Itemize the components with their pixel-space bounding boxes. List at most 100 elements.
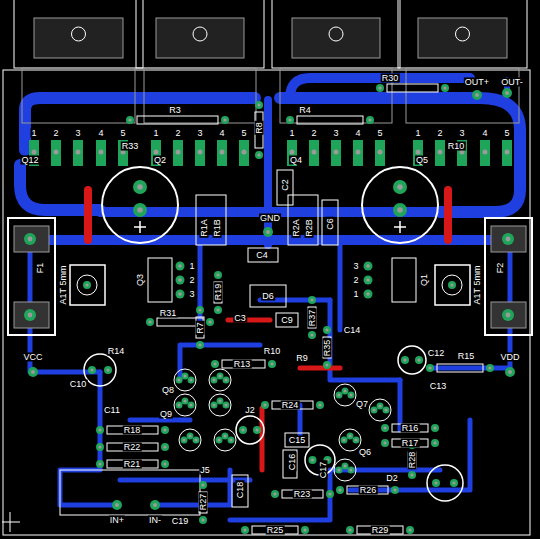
fuse-pad	[502, 309, 514, 321]
pad-hole	[257, 103, 260, 106]
silkscreen-label: R1B	[213, 218, 222, 238]
pin-number: 3	[352, 262, 359, 271]
resistor-pad	[308, 296, 316, 304]
resistor-symbol	[107, 443, 158, 451]
pin-pad	[375, 140, 385, 166]
pad-hole	[475, 93, 479, 97]
capacitor-pad	[133, 203, 147, 217]
pad-hole	[383, 441, 386, 444]
resistor-pad	[346, 526, 354, 534]
pad-hole	[178, 404, 181, 407]
resistor-pad	[406, 526, 414, 534]
pin-pad	[364, 262, 373, 271]
pad-hole	[178, 264, 182, 268]
transistor-outline	[14, 0, 143, 68]
capacitor-pad	[393, 203, 407, 217]
resistor-symbol	[297, 116, 363, 124]
silkscreen-label: C2	[281, 178, 290, 192]
pad-hole	[190, 379, 193, 382]
transistor-outline	[209, 369, 231, 391]
silkscreen-label: C9	[280, 316, 294, 325]
pin-pad	[188, 402, 195, 409]
transistor-body	[280, 68, 392, 123]
pad-hole	[349, 435, 352, 438]
fuse-holder	[485, 218, 532, 335]
pad-hole	[408, 528, 411, 531]
trimpot-pad	[83, 281, 91, 289]
fuse-clip	[491, 302, 526, 328]
pad-hole	[343, 439, 346, 442]
silkscreen-label: GND	[259, 214, 281, 223]
pad-hole	[176, 150, 181, 155]
transistor-outline	[209, 394, 231, 416]
pin-number: 3	[332, 129, 339, 138]
pad-hole	[350, 469, 353, 472]
pad-hole	[350, 394, 353, 397]
silkscreen-label: C14	[343, 326, 362, 335]
pad-hole	[328, 492, 331, 495]
transistor-outline	[369, 399, 391, 421]
pad-layer	[24, 84, 515, 534]
resistor-symbol	[347, 486, 388, 494]
pad-hole	[178, 278, 182, 282]
pad-hole	[338, 394, 341, 397]
resistor-pad	[381, 439, 389, 447]
pad-hole	[137, 184, 143, 190]
resistor-pad	[146, 318, 154, 326]
pin-pad	[331, 140, 341, 166]
pin-pad	[383, 407, 390, 414]
transistor-body	[22, 68, 135, 123]
silkscreen-label: R26	[359, 486, 378, 495]
transistor-outline	[272, 0, 400, 68]
pad-hole	[31, 370, 35, 374]
pin-pad	[176, 262, 185, 271]
pin-pad	[336, 392, 343, 399]
resistor-pad	[161, 426, 169, 434]
silkscreen-label: Q5	[415, 156, 429, 165]
pin-pad	[211, 377, 218, 384]
resistor-symbol	[357, 526, 403, 534]
top-trace	[300, 366, 340, 371]
copper-trace	[398, 380, 403, 430]
silkscreen-label: R1A	[200, 218, 209, 238]
silkscreen-label: IN+	[109, 516, 125, 525]
pad-hole	[303, 528, 306, 531]
pad-hole	[385, 409, 388, 412]
resistor-pad	[96, 443, 104, 451]
top-trace	[84, 190, 92, 240]
resistor-pad	[241, 526, 249, 534]
pad-hole	[218, 439, 221, 442]
silkscreen-label: Q12	[20, 156, 39, 165]
pad-hole	[106, 368, 109, 371]
pad-hole	[348, 528, 351, 531]
transistor-outline	[214, 429, 236, 451]
pin-number: 4	[218, 129, 225, 138]
silkscreen-label: R17	[401, 439, 420, 448]
capacitor-pad	[393, 180, 407, 194]
pin-pad	[182, 373, 189, 380]
silkscreen-label: F1	[36, 262, 45, 275]
transistor-tab	[34, 18, 123, 58]
resistor-symbol	[392, 424, 428, 432]
pin-pad	[348, 392, 355, 399]
pad-hole	[410, 473, 413, 476]
pin-number: 2	[436, 129, 443, 138]
resistor-pad	[308, 331, 316, 339]
pad-hole	[32, 150, 37, 155]
pad-hole	[416, 150, 421, 155]
pin-number: 4	[481, 129, 488, 138]
silkscreen-label: C10	[69, 380, 88, 389]
pad-hole	[219, 400, 222, 403]
capacitor-symbol	[322, 200, 338, 245]
pad-hole	[190, 404, 193, 407]
pad-hole	[223, 118, 226, 121]
pad-hole	[434, 481, 437, 484]
pin-pad	[347, 433, 354, 440]
silkscreen-label: C11	[103, 406, 121, 415]
pad-hole	[266, 230, 270, 234]
polarity-mark	[134, 221, 146, 233]
resistor-pad	[214, 306, 222, 314]
silkscreen-label: R8	[255, 121, 264, 135]
transistor-outline	[392, 258, 416, 302]
resistor-pad	[199, 516, 207, 524]
